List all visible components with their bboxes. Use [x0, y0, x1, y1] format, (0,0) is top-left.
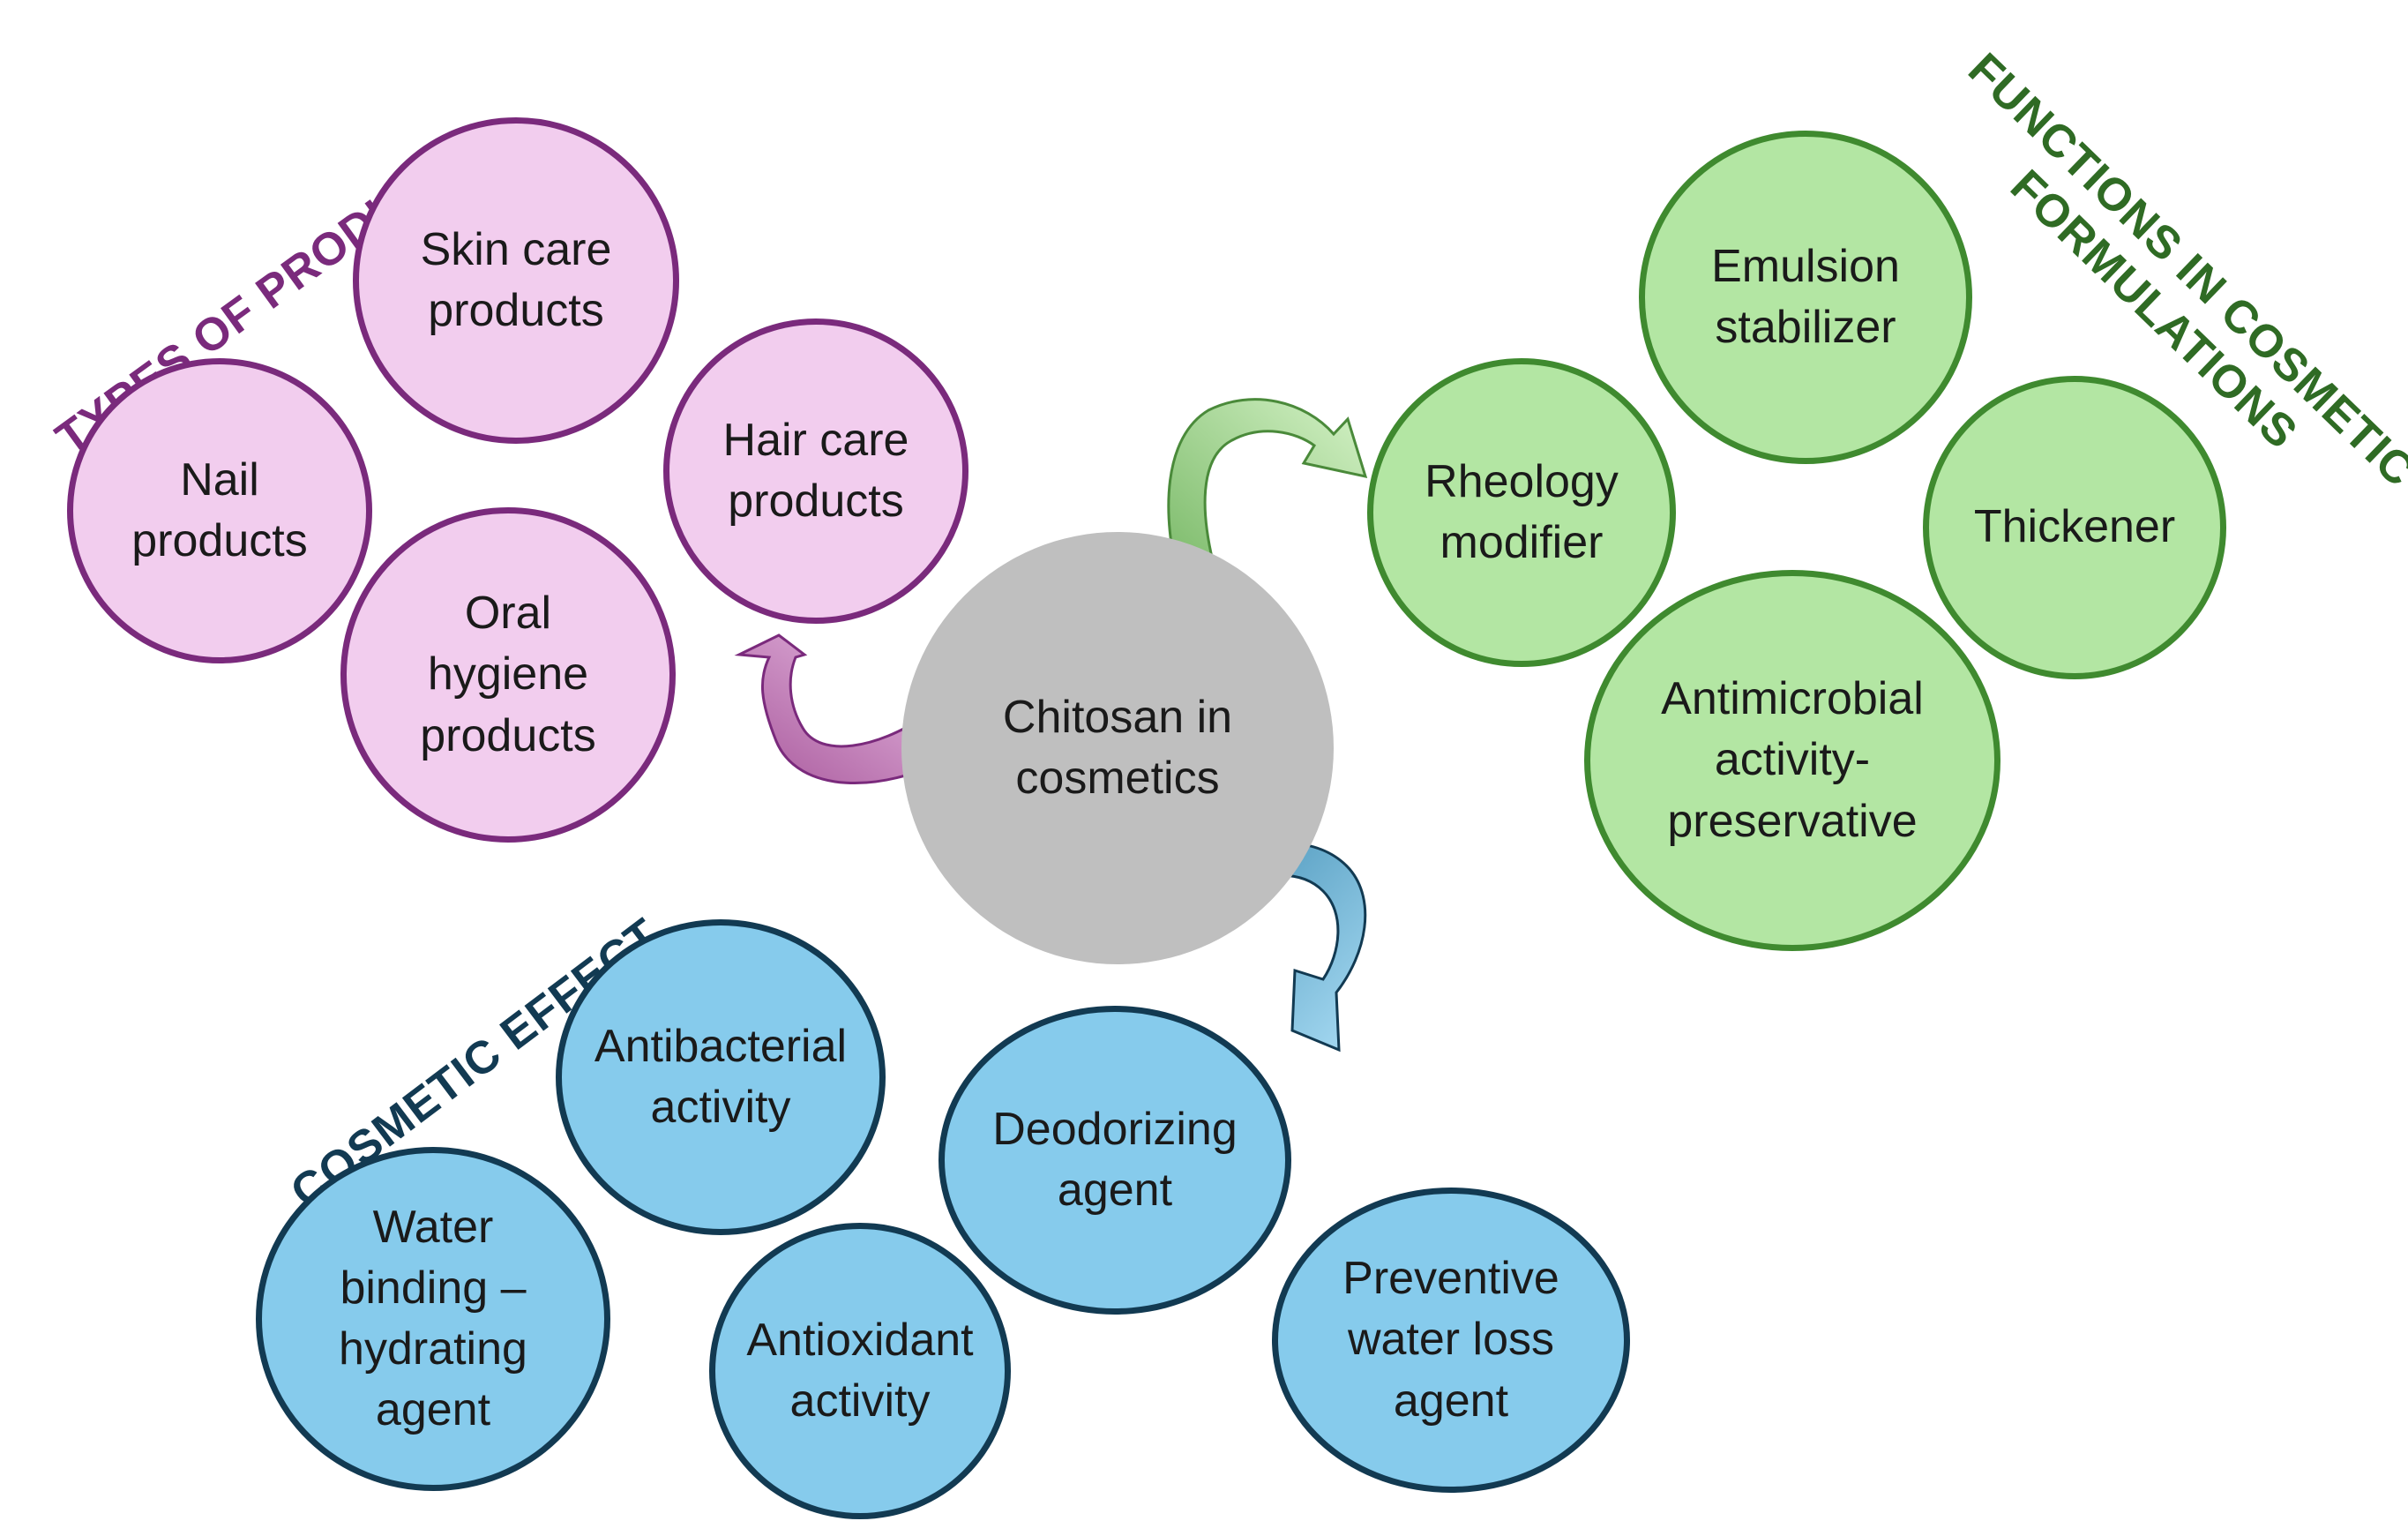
node-water-binding-line2: binding –: [340, 1262, 527, 1314]
node-oral-hygiene-line2: hygiene: [427, 648, 589, 701]
node-skin-care-line2: products: [428, 285, 604, 336]
node-preventive-line3: agent: [1393, 1375, 1509, 1427]
node-antimicrobial-line2: activity-: [1714, 734, 1871, 786]
node-antibacterial-line2: activity: [650, 1082, 791, 1133]
node-deodorizing-line1: Deodorizing: [992, 1103, 1238, 1155]
node-nail-line1: Nail: [180, 453, 259, 506]
node-antioxidant: Antioxidant activity: [709, 1223, 1011, 1519]
center-label-line2: cosmetics: [1015, 753, 1220, 804]
node-hair-care: Hair care products: [663, 318, 968, 624]
node-deodorizing: Deodorizing agent: [939, 1006, 1291, 1315]
node-antioxidant-line1: Antioxidant: [746, 1314, 974, 1366]
node-rheology-line2: modifier: [1440, 517, 1604, 568]
arrow-to-functions: [1167, 398, 1368, 589]
node-preventive-water-loss: Preventive water loss agent: [1272, 1188, 1630, 1493]
node-hair-care-line1: Hair care: [722, 414, 909, 466]
node-preventive-line1: Preventive: [1342, 1253, 1559, 1305]
node-nail-line2: products: [131, 515, 308, 566]
node-antibacterial-line1: Antibacterial: [594, 1020, 848, 1072]
node-antimicrobial: Antimicrobial activity- preservative: [1584, 570, 2000, 951]
node-thickener: Thickener: [1923, 376, 2226, 679]
node-water-binding: Water binding – hydrating agent: [256, 1147, 610, 1491]
arrow-to-products: [734, 633, 953, 785]
node-preventive-line2: water loss: [1347, 1314, 1555, 1366]
center-node: Chitosan in cosmetics: [901, 532, 1334, 964]
node-oral-hygiene-line1: Oral: [464, 588, 552, 640]
node-water-binding-line4: agent: [375, 1384, 491, 1436]
node-antibacterial: Antibacterial activity: [556, 919, 886, 1235]
node-thickener-line1: Thickener: [1973, 501, 2176, 553]
node-rheology-line1: Rheology: [1425, 455, 1619, 507]
node-skin-care-line1: Skin care: [420, 223, 612, 275]
node-rheology-modifier: Rheology modifier: [1367, 358, 1676, 667]
node-oral-hygiene: Oral hygiene products: [340, 507, 676, 843]
node-water-binding-line3: hydrating: [339, 1323, 527, 1375]
node-nail: Nail products: [67, 358, 372, 663]
node-deodorizing-line2: agent: [1057, 1165, 1173, 1216]
node-skin-care: Skin care products: [353, 117, 679, 444]
node-water-binding-line1: Water: [372, 1201, 494, 1253]
node-antimicrobial-line3: preservative: [1667, 795, 1918, 847]
node-antioxidant-line2: activity: [789, 1375, 931, 1427]
node-emulsion-line1: Emulsion: [1711, 240, 1900, 292]
node-antimicrobial-line1: Antimicrobial: [1661, 673, 1924, 725]
node-emulsion-line2: stabilizer: [1715, 302, 1896, 353]
node-oral-hygiene-line3: products: [420, 709, 596, 761]
center-label-line1: Chitosan in: [1002, 691, 1233, 743]
node-emulsion-stabilizer: Emulsion stabilizer: [1639, 131, 1972, 464]
node-hair-care-line2: products: [728, 476, 904, 527]
